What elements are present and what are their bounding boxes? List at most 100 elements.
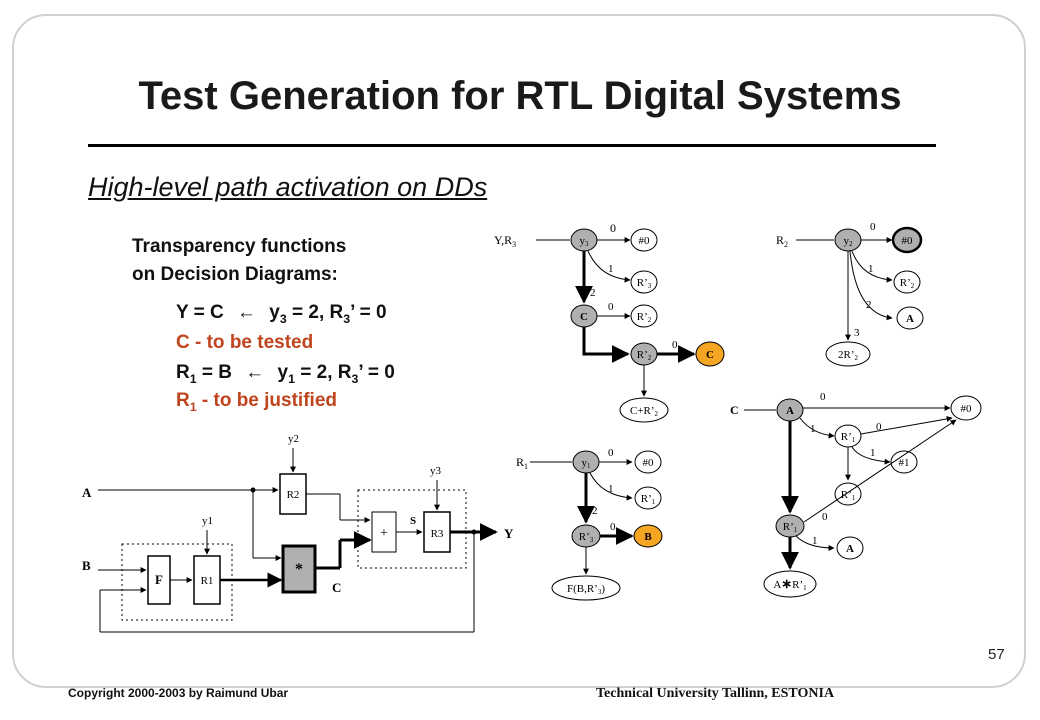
edge-label: 1 (870, 447, 876, 459)
dd-terminal (891, 226, 923, 254)
terminal-label: C+R’2 (630, 405, 659, 418)
edge-label: 0 (610, 521, 616, 533)
dd-y2-root-label: y2 (844, 235, 854, 248)
output-y-label: Y (504, 526, 514, 541)
junction-dot (250, 487, 256, 493)
edge-label: 2 (590, 287, 596, 299)
terminal-label: 2R’2 (838, 349, 859, 362)
terminal-label: #0 (639, 235, 651, 247)
terminal-label: C (706, 349, 714, 361)
dd-c: C A 0 #0 1 R’1 0 1 #1 R’1 R’1 0 (730, 391, 982, 598)
signal-c-label: C (332, 580, 341, 595)
edge-label: 1 (810, 423, 816, 435)
dd-c-input: C (730, 403, 739, 417)
left-arrow-icon: ← (245, 362, 265, 383)
register-r3 (423, 511, 451, 553)
eq1-mid: = 2, R (286, 302, 344, 323)
dd-y3: Y,R3 y3 0 #0 1 R’3 2 C 0 R’2 R’2 0 (494, 221, 725, 423)
eq4-end: - to be justified (196, 390, 337, 411)
dd-terminal-highlight (633, 524, 663, 548)
control-y3-label: y3 (430, 465, 442, 477)
eq4-r: R (176, 390, 190, 411)
edge-label: 0 (822, 511, 828, 523)
dd-bottom-terminal (619, 397, 669, 423)
institution-name: Technical University Tallinn, ESTONIA (596, 686, 835, 701)
dashed-box-right (357, 489, 467, 569)
control-y2-label: y2 (288, 433, 299, 445)
edge-label: 3 (854, 327, 860, 339)
eq3-sub3: 3 (351, 371, 359, 386)
dd-y2-input: R2 (776, 233, 788, 249)
eq1-sub1: 3 (279, 311, 287, 326)
node-label: R’1 (841, 489, 856, 502)
title-divider (88, 144, 936, 147)
node-label: C (580, 311, 588, 323)
label-r1: R1 (201, 575, 214, 587)
node-label: R’2 (637, 349, 652, 362)
dd-bottom-terminal (763, 570, 817, 598)
edge-label: 1 (608, 483, 614, 495)
control-y1-label: y1 (202, 515, 213, 527)
copyright-notice: Copyright 2000-2003 by Raimund Ubar (68, 686, 289, 700)
junction-dot (471, 529, 477, 535)
terminal-label: B (644, 531, 652, 543)
terminal-label: F(B,R’3) (567, 583, 605, 596)
input-a-label: A (82, 485, 92, 500)
dd-bottom-terminal (825, 341, 871, 367)
node-label: R’3 (579, 531, 594, 544)
transparency-heading-1: Transparency functions (132, 236, 347, 257)
label-r2: R2 (287, 489, 300, 501)
left-arrow-icon: ← (237, 302, 256, 323)
edge-label: 0 (870, 221, 876, 233)
eq1-end: ’ = 0 (350, 302, 387, 323)
edge-label: 1 (868, 263, 874, 275)
dd-y3-root-label: y3 (580, 235, 590, 248)
node-label: R’1 (841, 431, 856, 444)
label-f: F (155, 572, 163, 587)
signal-s-label: S (410, 515, 416, 527)
edge-label: 1 (812, 535, 818, 547)
eq3-y: y (277, 362, 289, 383)
equation-4: R1 - to be justified (176, 390, 337, 414)
dd-y1: R1 y1 0 #0 1 R’1 2 R’3 0 B F(B,R’3) (516, 447, 663, 601)
multiplier-block (281, 544, 317, 594)
edge-label: 2 (592, 505, 598, 517)
slide-frame (12, 14, 1026, 688)
dd-y1-root-label: y1 (582, 457, 592, 470)
edge-label: 0 (876, 421, 882, 433)
terminal-label: R’2 (900, 277, 915, 290)
edge-label: 0 (608, 447, 614, 459)
label-plus: + (380, 526, 388, 541)
eq3-sub: 1 (189, 371, 197, 386)
eq3-sub2: 1 (288, 371, 295, 386)
dd-bottom-terminal (551, 575, 621, 601)
transparency-heading-2: on Decision Diagrams: (132, 264, 338, 285)
terminal-label: #0 (902, 235, 914, 247)
eq1-y: y (269, 302, 280, 323)
terminal-label: #0 (643, 457, 655, 469)
dd-y1-input: R1 (516, 455, 528, 471)
edge-label: 1 (608, 263, 614, 275)
dd-terminal (890, 450, 918, 474)
eq3-mid: = B (196, 362, 232, 383)
eq3-mid2: = 2, R (295, 362, 352, 383)
input-b-label: B (82, 558, 91, 573)
eq3-r: R (176, 362, 190, 383)
slide-title: Test Generation for RTL Digital Systems (138, 74, 902, 118)
terminal-label: R’1 (641, 493, 656, 506)
eq3-end: ’ = 0 (358, 362, 395, 383)
slide-subtitle: High-level path activation on DDs (88, 172, 488, 202)
edge-label: 2 (866, 299, 872, 311)
dashed-box-left (121, 543, 233, 621)
dd-terminal (950, 395, 982, 421)
edge-label: 0 (672, 339, 678, 351)
terminal-label: R’2 (637, 311, 652, 324)
rtl-circuit: F R1 R2 * + R3 A B C Y S y1 y2 y3 (82, 433, 514, 633)
circuit-wires (98, 448, 498, 633)
dd-terminal (634, 486, 662, 510)
dd-terminal (630, 270, 658, 294)
dd-terminal-highlight (695, 341, 725, 367)
terminal-label: A∗R’1 (773, 576, 807, 592)
terminal-label: A (906, 313, 914, 325)
